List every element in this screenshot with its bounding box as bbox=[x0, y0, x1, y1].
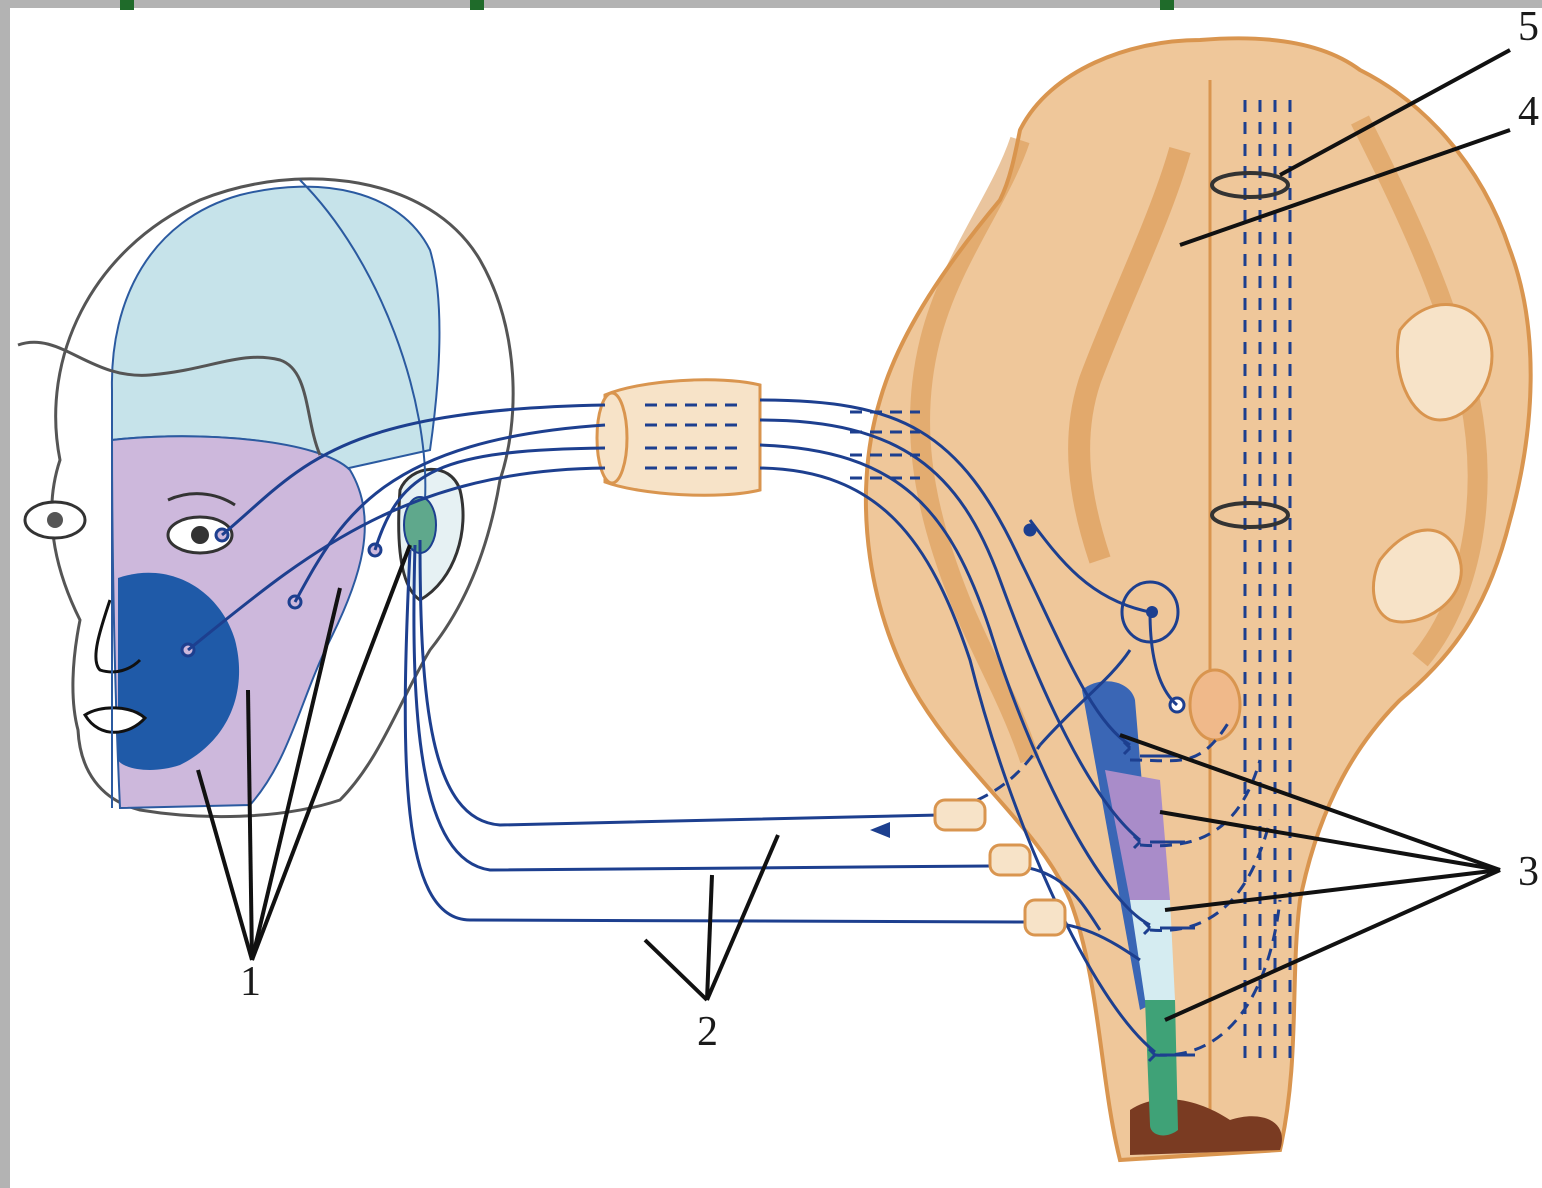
nerve-root-segment bbox=[597, 380, 760, 495]
label-3: 3 bbox=[1518, 849, 1539, 895]
title-fragments bbox=[120, 0, 1174, 10]
label-5: 5 bbox=[1518, 4, 1539, 50]
label-4: 4 bbox=[1518, 89, 1539, 135]
brainstem-illustration bbox=[866, 38, 1531, 1160]
label-1: 1 bbox=[240, 959, 261, 1005]
label-2: 2 bbox=[697, 1009, 718, 1055]
motor-arrow bbox=[870, 822, 890, 838]
